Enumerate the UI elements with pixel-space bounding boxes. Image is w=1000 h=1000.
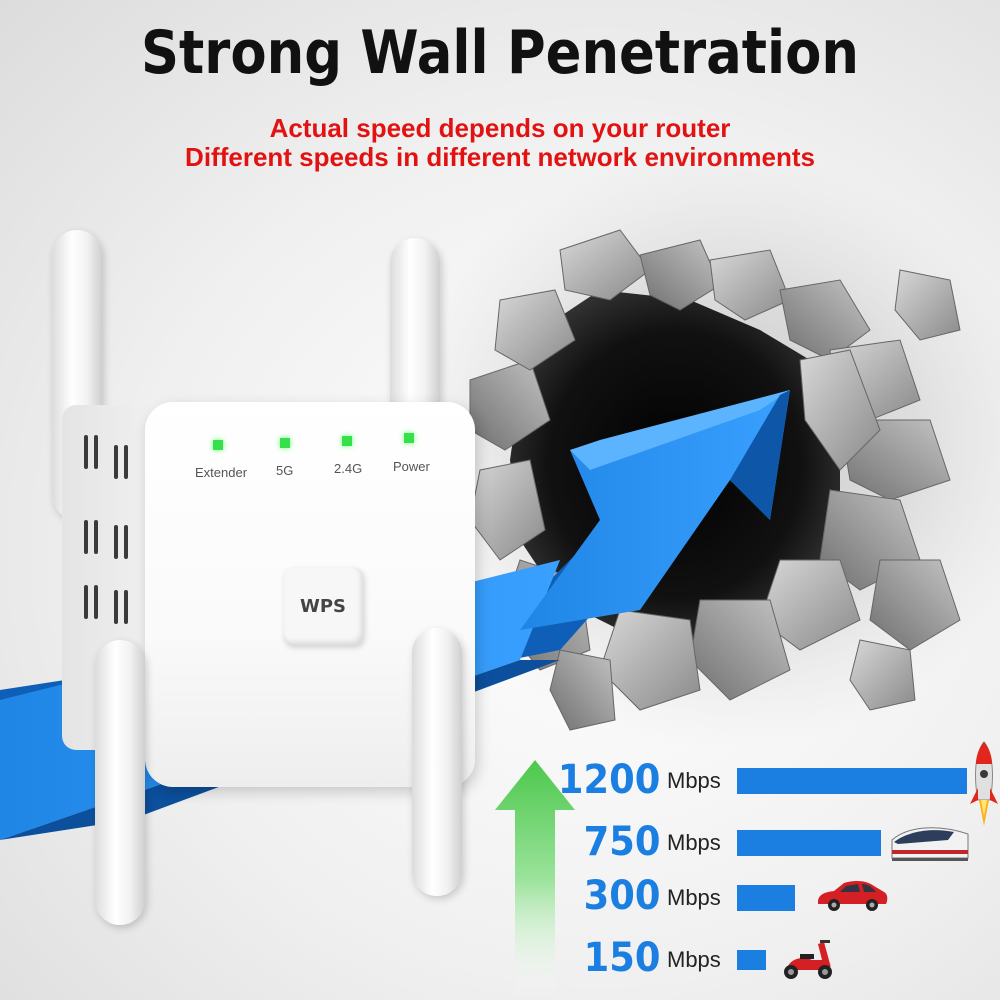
indicator-label-2-4g: 2.4G (334, 461, 363, 476)
antenna-right-bottom (412, 628, 462, 896)
page-title: Strong Wall Penetration (141, 18, 859, 88)
speed-bar-300 (737, 885, 795, 911)
speed-unit-300: Mbps (667, 885, 721, 910)
power-led-icon (404, 433, 414, 443)
speed-value-150: 150 (583, 935, 660, 981)
bullet-train-icon (891, 827, 969, 861)
speed-value-300: 300 (583, 873, 660, 919)
speed-value-750: 750 (583, 819, 660, 865)
speed-bar-1200 (737, 768, 967, 794)
speed-unit-1200: Mbps (667, 768, 721, 793)
speed-bar-150 (737, 950, 766, 970)
speed-unit-150: Mbps (667, 947, 721, 972)
indicator-label-extender: Extender (195, 465, 248, 480)
speed-bar-750 (737, 830, 881, 856)
speed-value-1200: 1200 (557, 757, 660, 803)
antenna-left-bottom (95, 640, 145, 925)
extender-led-icon (213, 440, 223, 450)
wps-button[interactable]: WPS (283, 567, 363, 645)
car-icon (818, 881, 888, 911)
scooter-icon (784, 940, 832, 979)
2-4g-led-icon (342, 436, 352, 446)
5g-led-icon (280, 438, 290, 448)
rocket-icon (970, 741, 998, 826)
subtitle-router-note: Actual speed depends on your router (269, 113, 731, 143)
growth-arrow-icon (495, 760, 575, 1000)
speed-unit-750: Mbps (667, 830, 721, 855)
indicator-label-5g: 5G (276, 463, 294, 478)
indicator-label-power: Power (393, 459, 430, 474)
